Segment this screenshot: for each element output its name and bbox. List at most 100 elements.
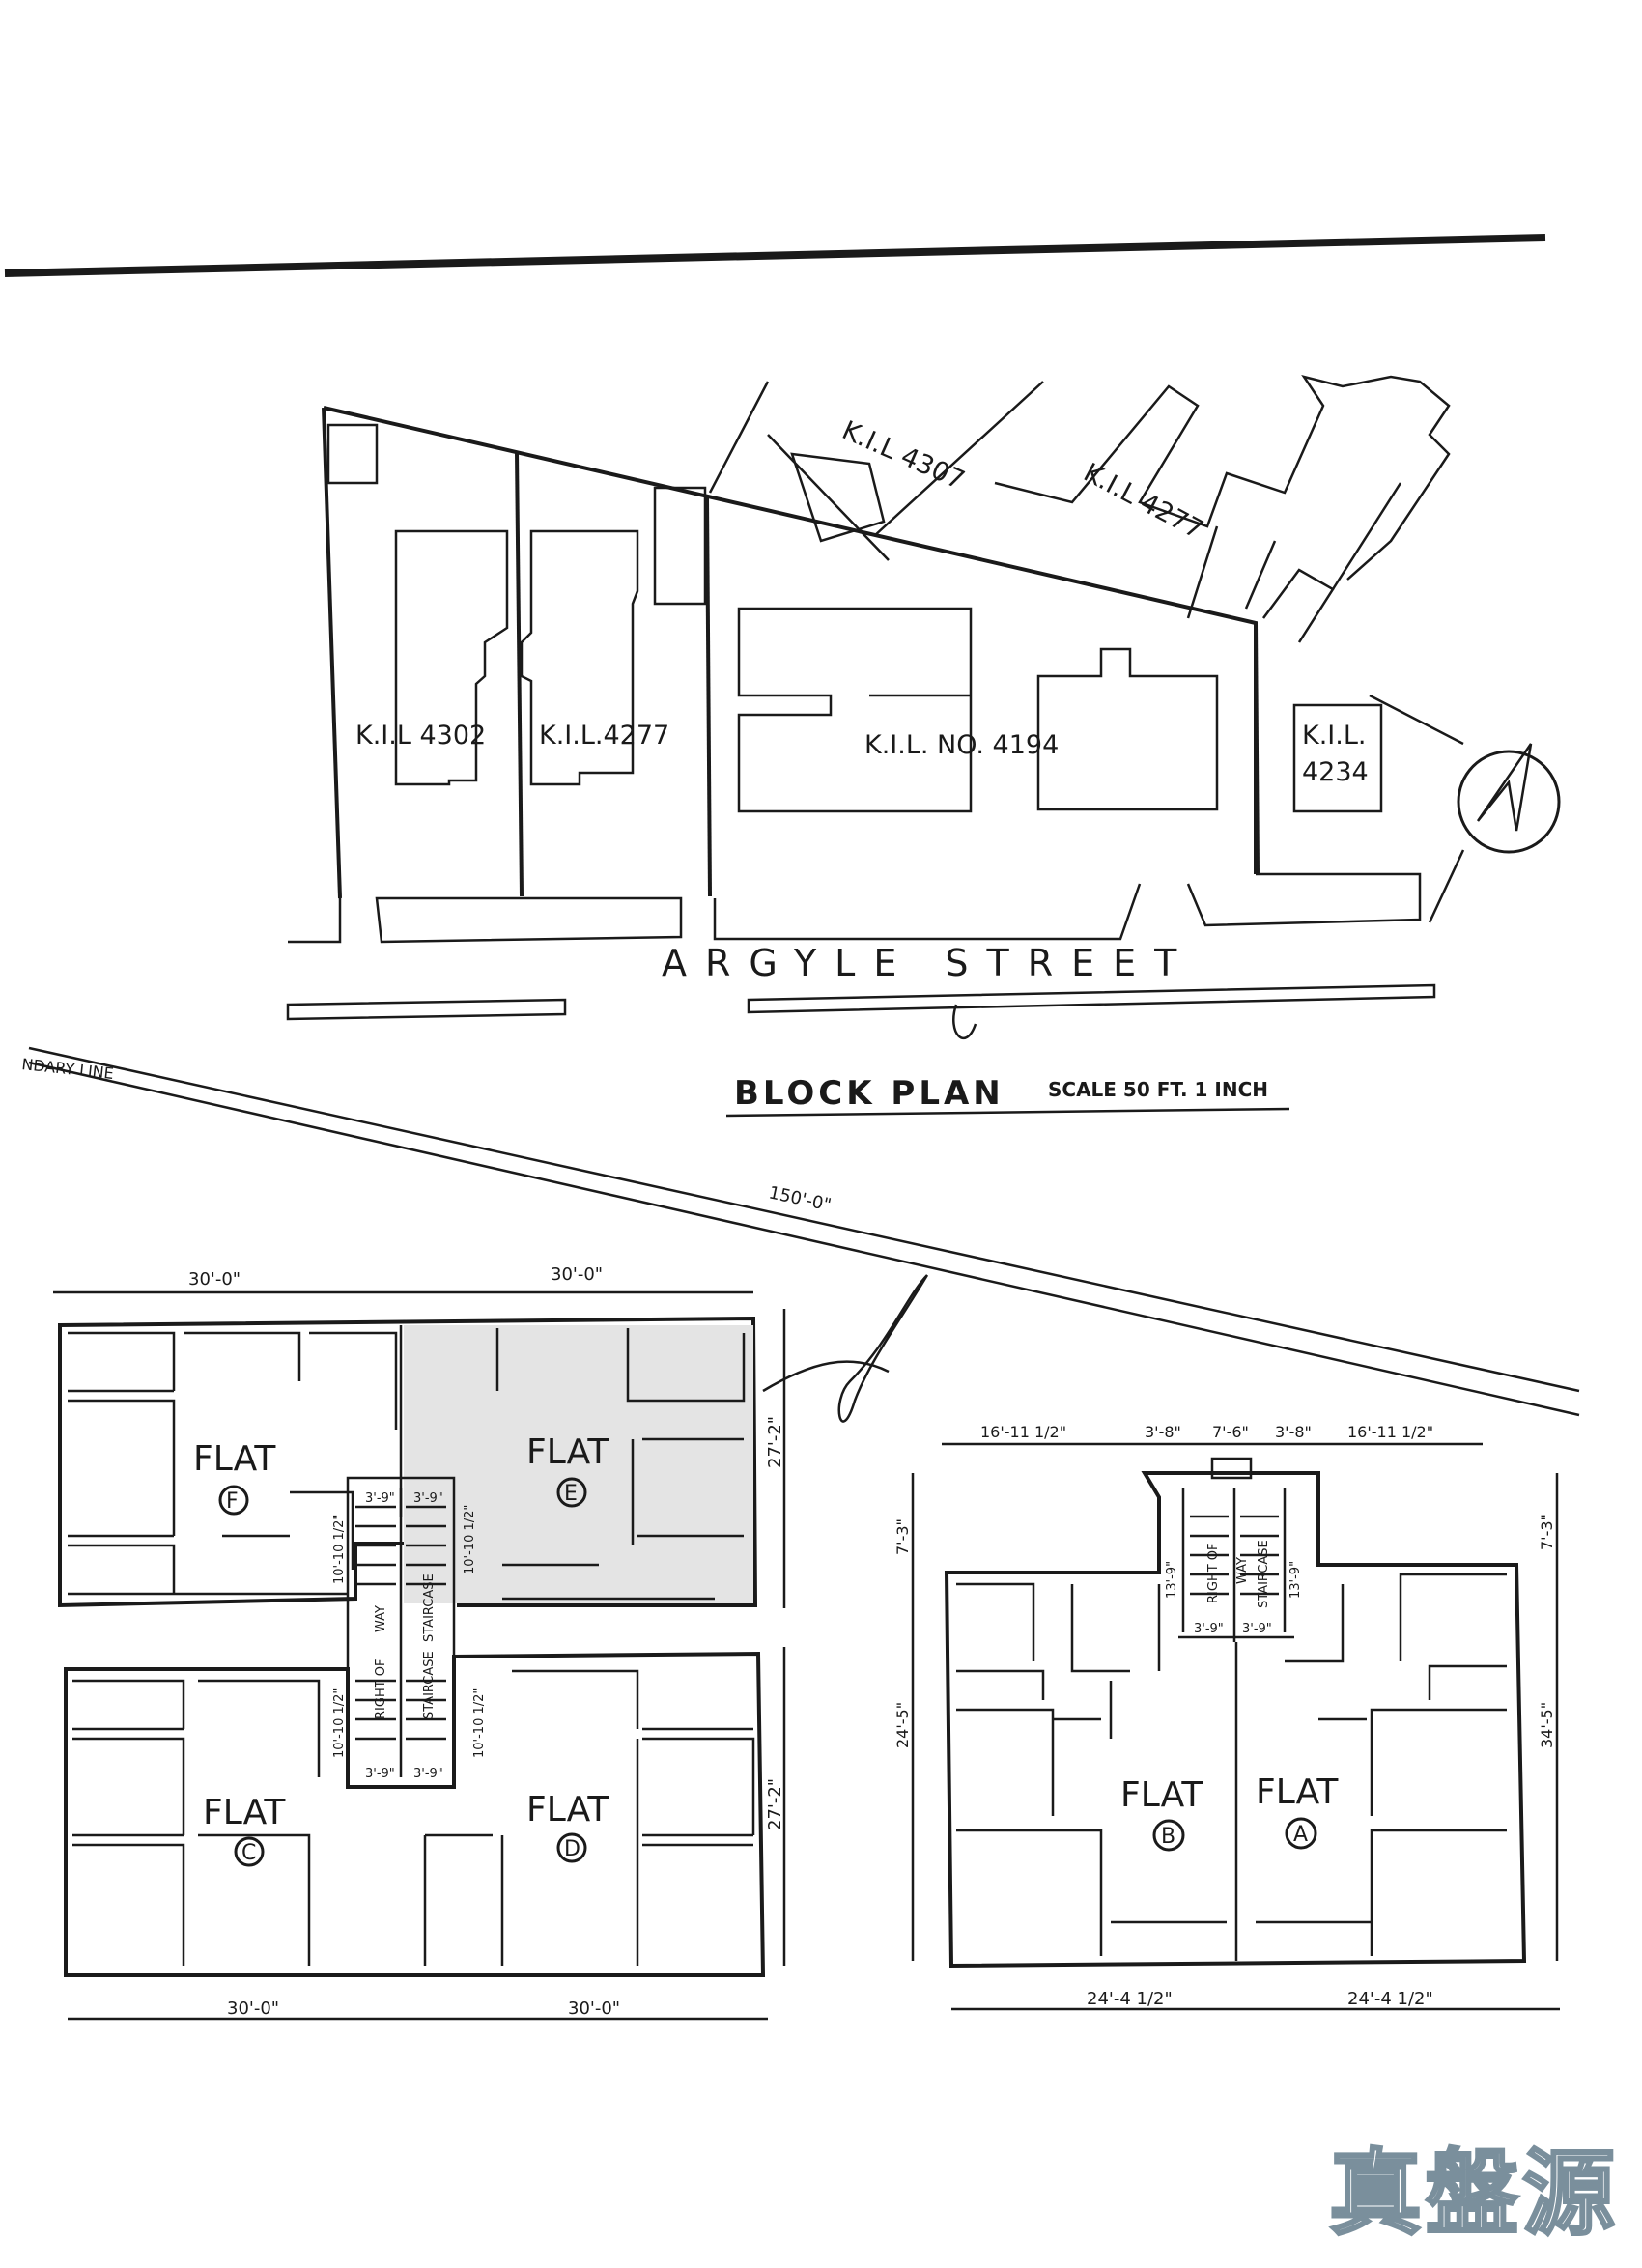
- street-curb-south: [286, 983, 1436, 1021]
- flat-d-label: FLAT: [526, 1790, 609, 1829]
- building-4277: [520, 529, 639, 786]
- flat-a-rooms: [1256, 1573, 1507, 1956]
- lot-divider-1: [515, 451, 524, 897]
- dim-bottom-r1: 24'-4 1/2": [1087, 1989, 1173, 2009]
- margin-scribble: [762, 1004, 977, 1423]
- stair-landing: [1210, 1457, 1253, 1480]
- stair-dim-2: 3'-9": [413, 1491, 443, 1506]
- stair-r-dim-1: 13'-9": [1165, 1561, 1179, 1599]
- right-block-outline: [944, 1471, 1527, 1969]
- boundary-line-upper: [28, 1046, 1580, 1393]
- dim-left-r1: 7'-3": [893, 1518, 912, 1555]
- stair-r-text-right-of: RIGHT OF: [1206, 1544, 1221, 1604]
- stair-dim-8: 10'-10 1/2": [472, 1688, 487, 1758]
- street-name: ARGYLE STREET: [662, 942, 1195, 984]
- flat-a-marker: [1285, 1817, 1317, 1850]
- flat-e-letter: E: [564, 1482, 578, 1506]
- dim-top-r5: 16'-11 1/2": [1347, 1423, 1433, 1441]
- north-arrow-icon: [1457, 750, 1561, 854]
- stair-treads-upper: [355, 1505, 446, 1586]
- corner-box: [326, 423, 379, 485]
- label-kil-4277: K.I.L.4277: [539, 721, 669, 751]
- flat-f-label: FLAT: [193, 1439, 276, 1479]
- block-plan: K.I.L 4302 K.I.L.4277 K.I.L. NO. 4194 K.…: [21, 375, 1580, 1417]
- dim-left-r2: 24'-5": [893, 1702, 912, 1748]
- lot-divider-3: [1254, 622, 1260, 875]
- dim-top-r4: 3'-8": [1275, 1423, 1312, 1441]
- label-kil-4234-b: 4234: [1302, 757, 1369, 787]
- flat-a-letter: A: [1293, 1823, 1308, 1847]
- lower-rooms: [72, 1669, 755, 1966]
- flat-f-letter: F: [226, 1489, 239, 1514]
- building-4234: [1292, 703, 1383, 813]
- label-kil-4234-a: K.I.L.: [1302, 721, 1366, 751]
- stair-r-dim-3: 3'-9": [1242, 1622, 1272, 1636]
- compass-leader-2: [1428, 849, 1465, 923]
- label-kil-4277-north: K.I.L 4277: [1079, 458, 1208, 546]
- dim-bottom-r2: 24'-4 1/2": [1347, 1989, 1433, 2009]
- flat-a-label: FLAT: [1256, 1772, 1339, 1812]
- dim-top-r3: 7'-6": [1212, 1423, 1249, 1441]
- stair-dim-7: 10'-10 1/2": [332, 1688, 347, 1758]
- dim-top-r1: 16'-11 1/2": [980, 1423, 1066, 1441]
- building-4194-east: [1036, 647, 1219, 811]
- north-arrow-needle: [1476, 743, 1533, 832]
- boundary-line-lower: [28, 1061, 1580, 1417]
- side-box: [653, 486, 707, 606]
- block-plan-scale: SCALE 50 FT. 1 INCH: [1048, 1078, 1268, 1101]
- stair-text-right-of: RIGHT OF: [374, 1659, 388, 1720]
- flat-c-letter: C: [241, 1841, 256, 1865]
- stair-dim-1: 3'-9": [365, 1491, 395, 1506]
- flat-e-label: FLAT: [526, 1432, 609, 1472]
- stair-r-dim-2: 3'-9": [1194, 1622, 1224, 1636]
- site-boundary-west: [322, 407, 342, 899]
- flat-f-rooms: [68, 1331, 398, 1596]
- stair-r-text-way: WAY: [1235, 1557, 1250, 1584]
- dim-top-2: 30'-0": [551, 1264, 603, 1285]
- stair-text-staircase-1: STAIRCASE: [422, 1573, 437, 1642]
- stair-dim-4: 10'-10 1/2": [463, 1505, 477, 1574]
- neighbour-outlines: [708, 375, 1451, 619]
- dim-bottom-1: 30'-0": [227, 1999, 279, 2019]
- flat-e-rooms: [495, 1328, 746, 1601]
- stair-dim-5: 3'-9": [365, 1767, 395, 1781]
- building-4194-west: [737, 607, 973, 813]
- dim-right-2: 27'-2": [765, 1778, 785, 1830]
- dim-right-r2: 34'-5": [1538, 1702, 1556, 1748]
- kil-4234-block: [1261, 568, 1335, 643]
- compass-leader: [1369, 694, 1464, 746]
- dim-bottom-2: 30'-0": [568, 1999, 620, 2019]
- flat-f-marker: [218, 1485, 249, 1516]
- frontage-dim: 150'-0": [767, 1182, 833, 1215]
- stair-r-dim-4: 13'-9": [1288, 1561, 1303, 1599]
- dim-top-1: 30'-0": [188, 1269, 241, 1290]
- stair-text-staircase-2: STAIRCASE: [422, 1651, 437, 1719]
- flat-b-marker: [1152, 1819, 1185, 1852]
- dim-top-r2: 3'-8": [1145, 1423, 1181, 1441]
- floor-plan-right: 16'-11 1/2" 3'-8" 7'-6" 3'-8" 16'-11 1/2…: [893, 1423, 1560, 2011]
- label-kil-4307: K.I.L 4307: [837, 415, 969, 496]
- label-kil-4194: K.I.L. NO. 4194: [864, 730, 1059, 760]
- flat-e-marker: [556, 1477, 587, 1508]
- street-curb-north: [288, 872, 1422, 944]
- stair-treads-lower: [355, 1679, 446, 1741]
- stair-r-text-staircase: STAIRCASE: [1257, 1540, 1271, 1608]
- stair-dim-6: 3'-9": [413, 1767, 443, 1781]
- stair-dim-3: 10'-10 1/2": [332, 1515, 347, 1584]
- label-kil-4302: K.I.L 4302: [355, 721, 486, 751]
- stair-right: [1178, 1488, 1294, 1642]
- floor-plan-left: 30'-0" 30'-0" 30'-0" 30'-0" 27'-2" 27'-2…: [53, 1264, 786, 2021]
- stair-text-way: WAY: [374, 1605, 388, 1632]
- flat-b-rooms: [956, 1582, 1227, 1956]
- flat-e-shading: [404, 1325, 753, 1603]
- dim-right-r1: 7'-3": [1538, 1514, 1556, 1550]
- header-rule: [4, 234, 1546, 277]
- flat-d-letter: D: [564, 1837, 580, 1861]
- flat-b-letter: B: [1161, 1825, 1175, 1849]
- flat-b-label: FLAT: [1120, 1775, 1203, 1815]
- watermark-logo: 真盤源: [1328, 2139, 1619, 2250]
- flat-d-marker: [556, 1832, 587, 1863]
- block-plan-title: BLOCK PLAN: [734, 1074, 1005, 1113]
- flat-c-marker: [234, 1836, 265, 1867]
